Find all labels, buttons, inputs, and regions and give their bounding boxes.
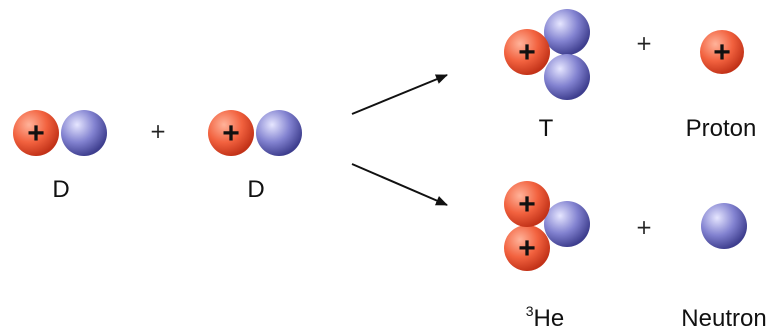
- proton-plus-sign: +: [518, 188, 536, 221]
- tritium-label: T: [539, 115, 554, 142]
- proton-plus-sign: +: [27, 117, 45, 150]
- proton-label: Proton: [686, 115, 757, 142]
- proton: [504, 181, 550, 227]
- deuterium-nucleus-1: +: [13, 110, 107, 156]
- plus-operator-top-products: +: [636, 31, 653, 55]
- helium3-mass-number: 3: [526, 303, 534, 319]
- deuterium-label-1: D: [52, 176, 69, 203]
- proton-plus-sign: +: [518, 36, 536, 69]
- proton: [504, 225, 550, 271]
- proton: [208, 110, 254, 156]
- plus-operator-bottom-products: +: [636, 215, 653, 239]
- proton-plus-sign: +: [518, 232, 536, 265]
- free-neutron: [701, 203, 747, 249]
- helium3-label: 3He: [526, 303, 564, 332]
- proton: [504, 29, 550, 75]
- tritium-nucleus: +: [504, 9, 590, 100]
- free-proton: +: [700, 30, 744, 74]
- neutron: [544, 9, 590, 55]
- neutron: [544, 54, 590, 100]
- plus-operator-reactants: +: [150, 119, 167, 143]
- reaction-arrow-upper: [351, 74, 448, 115]
- deuterium-label-2: D: [247, 176, 264, 203]
- neutron: [256, 110, 302, 156]
- neutron: [544, 201, 590, 247]
- neutron: [701, 203, 747, 249]
- neutron: [61, 110, 107, 156]
- deuterium-nucleus-2: +: [208, 110, 302, 156]
- helium3-symbol: He: [534, 305, 565, 332]
- proton-plus-sign: +: [713, 36, 731, 69]
- neutron-label: Neutron: [681, 305, 766, 332]
- proton: [700, 30, 744, 74]
- helium3-nucleus: + +: [504, 181, 590, 271]
- proton: [13, 110, 59, 156]
- proton-plus-sign: +: [222, 117, 240, 150]
- reaction-arrow-lower: [351, 163, 448, 206]
